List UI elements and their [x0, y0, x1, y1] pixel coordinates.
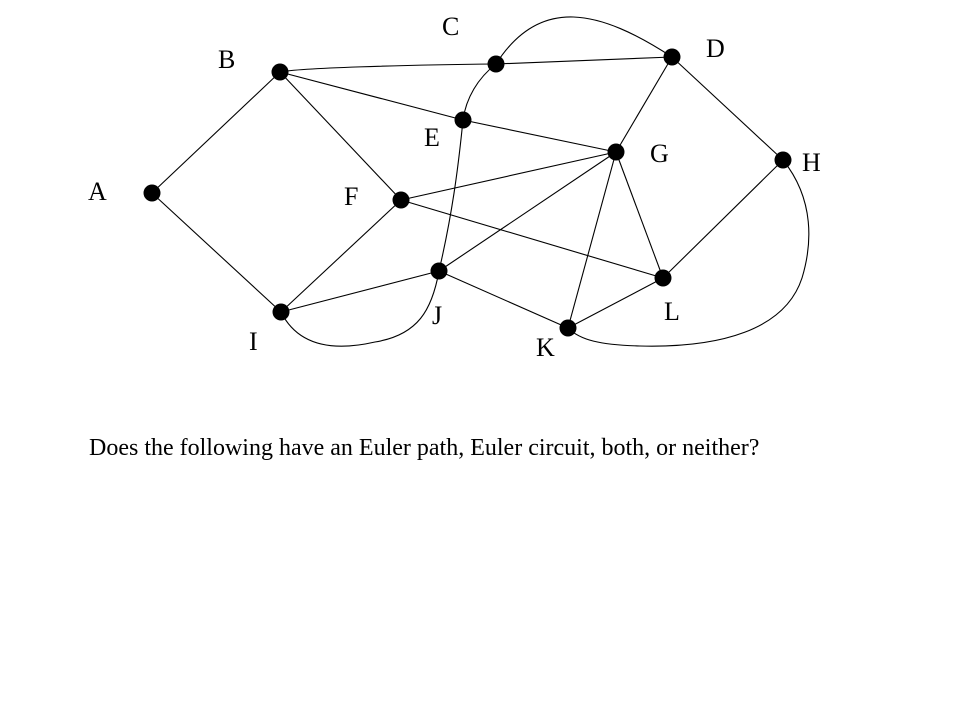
edge-b-f: [279, 71, 402, 201]
edges-group: [151, 16, 810, 347]
edge-f-i: [280, 199, 402, 313]
edge-g-l: [615, 151, 664, 279]
edge-h-l: [662, 159, 784, 279]
vertex-label-f: F: [344, 182, 358, 211]
vertex-label-l: L: [664, 297, 680, 326]
vertex-label-e: E: [424, 123, 440, 152]
edge-e-j-curve: [438, 119, 464, 272]
edge-a-i: [151, 192, 282, 313]
vertex-a: [143, 184, 161, 202]
vertex-label-j: J: [432, 301, 442, 330]
vertex-label-b: B: [218, 45, 235, 74]
vertex-label-c: C: [442, 12, 459, 41]
vertex-i: [272, 303, 290, 321]
edge-g-k: [567, 151, 617, 329]
edge-j-k: [438, 270, 569, 329]
vertex-e: [454, 111, 472, 129]
edge-h-k-curve: [567, 159, 810, 347]
edge-c-d: [495, 56, 673, 65]
vertex-d: [663, 48, 681, 66]
vertices-group: [143, 48, 792, 337]
labels-group: A B C D E F G H I J K L: [88, 12, 821, 362]
edge-g-j: [438, 151, 617, 272]
vertex-label-g: G: [650, 139, 669, 168]
edge-b-e: [279, 71, 464, 121]
edge-b-c: [279, 63, 497, 73]
vertex-label-a: A: [88, 177, 107, 206]
vertex-l: [654, 269, 672, 287]
vertex-label-h: H: [802, 148, 821, 177]
edge-a-b: [151, 71, 281, 194]
edge-c-d-curve: [495, 16, 673, 65]
edge-i-j-straight: [280, 270, 440, 313]
vertex-g: [607, 143, 625, 161]
vertex-f: [392, 191, 410, 209]
edge-d-g: [615, 56, 673, 153]
edge-d-h: [671, 56, 784, 161]
vertex-label-i: I: [249, 327, 258, 356]
edge-k-l: [567, 277, 664, 329]
question-text: Does the following have an Euler path, E…: [89, 435, 760, 461]
euler-graph-diagram: A B C D E F G H I J K L: [88, 12, 821, 362]
vertex-label-k: K: [536, 333, 555, 362]
edge-e-g: [462, 119, 617, 153]
edge-f-g: [400, 151, 617, 201]
edge-i-j-curve: [280, 270, 440, 347]
vertex-h: [774, 151, 792, 169]
edge-c-e-curve: [462, 63, 497, 121]
vertex-j: [430, 262, 448, 280]
vertex-b: [271, 63, 289, 81]
edge-f-l: [400, 199, 664, 279]
vertex-c: [487, 55, 505, 73]
vertex-label-d: D: [706, 34, 725, 63]
vertex-k: [559, 319, 577, 337]
